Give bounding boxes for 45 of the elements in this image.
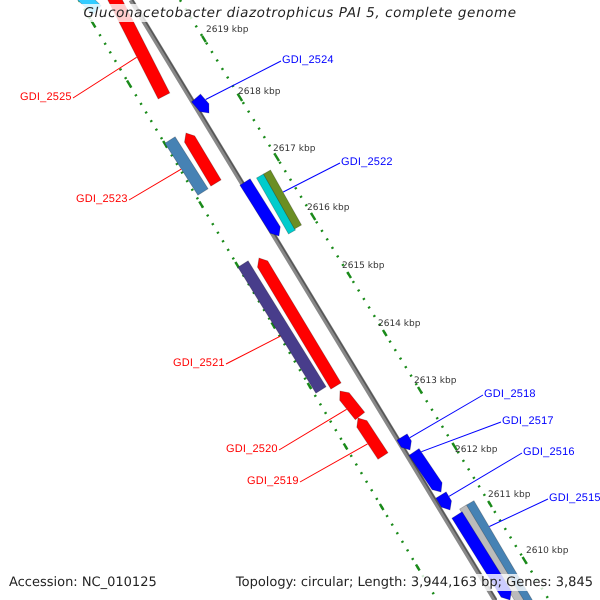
gene-bar bbox=[256, 173, 296, 235]
gene-bar bbox=[435, 491, 452, 511]
gene-bar bbox=[184, 132, 222, 187]
scale-label: 2612 kbp bbox=[455, 445, 498, 456]
leader-line bbox=[488, 498, 548, 527]
gene-bar bbox=[356, 417, 389, 460]
scale-label: 2616 kbp bbox=[307, 203, 350, 214]
leader-line bbox=[72, 56, 138, 98]
gene-label: GDI_2524 bbox=[282, 54, 334, 67]
scale-label: 2618 kbp bbox=[238, 87, 280, 98]
gene-bar bbox=[190, 94, 210, 114]
leader-line bbox=[128, 168, 182, 200]
scale-label: 2611 kbp bbox=[488, 490, 530, 501]
gene-label: GDI_2525 bbox=[20, 91, 72, 104]
gene-bar bbox=[262, 169, 302, 230]
leader-line bbox=[409, 394, 484, 438]
gene-label: GDI_2519 bbox=[247, 475, 299, 488]
gene-bar bbox=[237, 260, 327, 394]
gene-bar bbox=[257, 257, 342, 390]
scale-label: 2615 kbp bbox=[342, 261, 384, 272]
gene-label: GDI_2516 bbox=[523, 446, 575, 459]
gene-bar bbox=[239, 178, 281, 237]
gene-bar bbox=[408, 448, 443, 492]
gene-label: GDI_2517 bbox=[502, 415, 554, 428]
gene-label: GDI_2521 bbox=[173, 357, 225, 370]
scale-label: 2610 kbp bbox=[526, 546, 568, 557]
gene-bar bbox=[164, 136, 209, 196]
gene-bar bbox=[339, 390, 366, 420]
gene-label: GDI_2520 bbox=[226, 443, 278, 456]
scale-label: 2619 kbp bbox=[206, 25, 248, 36]
gene-bar bbox=[396, 433, 412, 451]
scale-label: 2614 kbp bbox=[378, 319, 420, 330]
leader-line bbox=[205, 60, 282, 100]
gene-label: GDI_2523 bbox=[76, 193, 128, 206]
leader-line bbox=[420, 422, 502, 452]
leader-line bbox=[282, 162, 340, 192]
scale-label: 2617 kbp bbox=[273, 144, 316, 155]
gene-label: GDI_2518 bbox=[484, 388, 536, 401]
leader-line bbox=[300, 443, 368, 482]
gene-label: GDI_2515 bbox=[549, 492, 600, 505]
leader-line bbox=[226, 336, 281, 364]
leader-line bbox=[448, 452, 522, 497]
scale-label: 2613 kbp bbox=[414, 376, 456, 387]
leader-line bbox=[278, 408, 348, 450]
gene-label: GDI_2522 bbox=[341, 156, 393, 169]
